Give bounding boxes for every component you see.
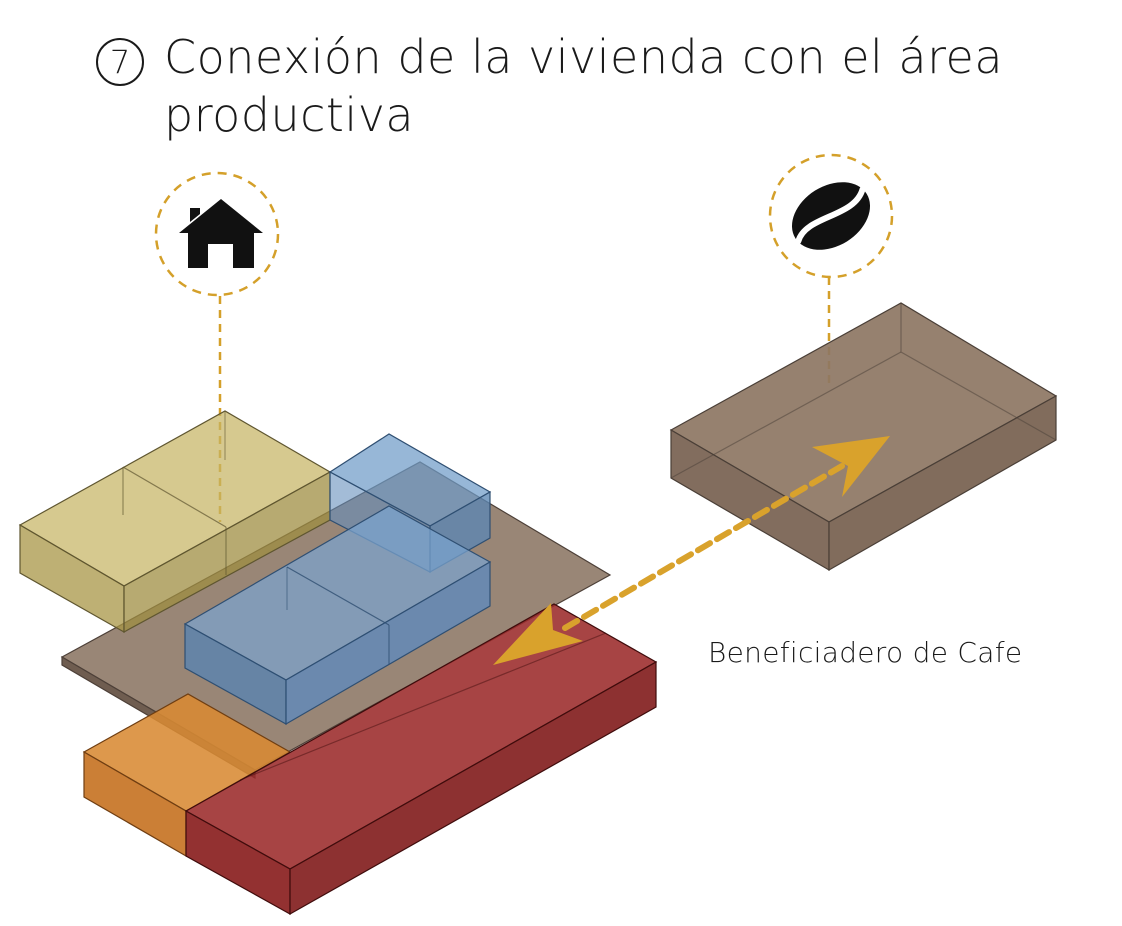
page-title: Conexión de la vivienda con el área prod… <box>164 30 1004 142</box>
coffee-processing-volume <box>669 302 1058 572</box>
connection-arrow <box>493 436 890 665</box>
connection-dashed-line <box>562 463 845 631</box>
coffee-bean-icon <box>791 182 871 250</box>
yellow-volume <box>18 410 332 634</box>
step-number-badge: 7 <box>96 38 144 86</box>
house-icon-ring <box>154 171 280 297</box>
beneficiadero-caption: Beneficiadero de Cafe <box>708 636 1023 669</box>
arrow-head-right <box>812 436 890 497</box>
house-icon <box>179 199 263 268</box>
red-volume <box>184 603 658 916</box>
coffee-icon-ring <box>768 153 894 279</box>
blue-volume-lower <box>183 505 492 726</box>
arrow-head-left <box>493 603 583 665</box>
orange-volume <box>82 693 292 858</box>
